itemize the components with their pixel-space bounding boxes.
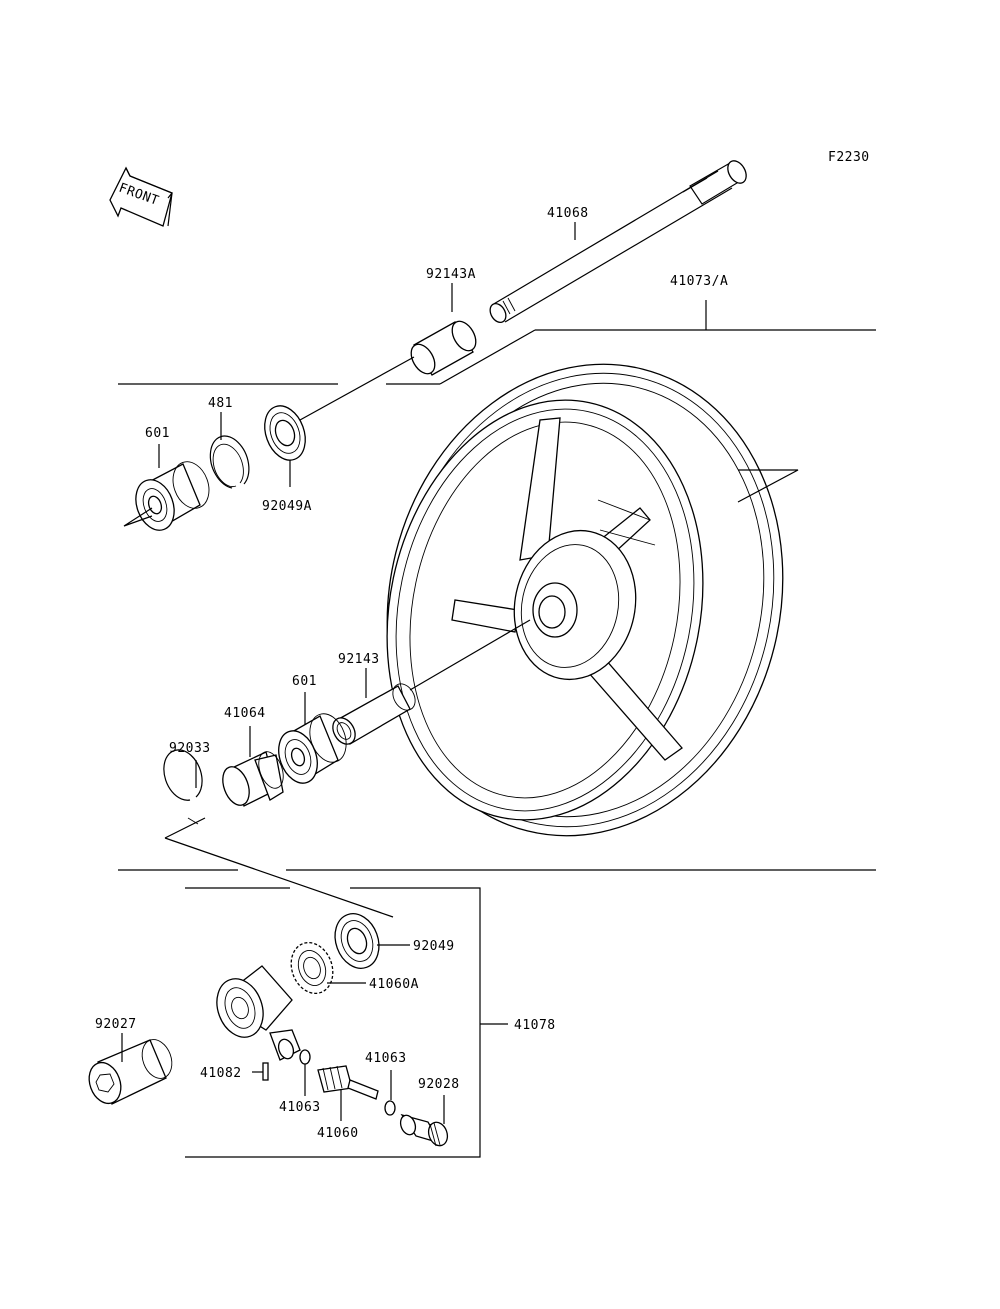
gear-housing-part <box>216 965 301 1061</box>
label-92027: 92027 <box>95 1017 137 1032</box>
label-41064: 41064 <box>224 706 266 721</box>
wheel-part <box>386 363 784 837</box>
label-92049A: 92049A <box>262 499 312 514</box>
label-481: 481 <box>208 396 233 411</box>
gear-41060A-part <box>290 941 334 995</box>
front-arrow-icon: FRONT <box>109 166 173 227</box>
label-601-bottom: 601 <box>292 674 317 689</box>
label-41063-a: 41063 <box>279 1100 321 1115</box>
bushing-92028-part <box>399 1113 449 1147</box>
label-41078: 41078 <box>514 1018 556 1033</box>
label-92028: 92028 <box>418 1077 460 1092</box>
label-92033: 92033 <box>169 741 211 756</box>
collar-92143A-part <box>410 320 477 376</box>
bearing-601-top-part <box>135 461 210 531</box>
pinion-41060-part <box>317 1065 379 1100</box>
axle-part <box>489 160 747 323</box>
label-41063-b: 41063 <box>365 1051 407 1066</box>
pin-41082-part <box>262 1062 269 1081</box>
leader-wheel <box>737 469 799 503</box>
box-line <box>185 887 481 1158</box>
label-92143A: 92143A <box>426 267 476 282</box>
axis-line <box>164 817 206 839</box>
seal-92049-part <box>334 913 380 969</box>
seal-92049A-part <box>264 405 306 461</box>
collar-41064-part <box>222 751 284 807</box>
boundary-line <box>439 329 536 385</box>
washer-41063-a-part <box>299 1049 311 1065</box>
axis-line <box>299 356 415 421</box>
label-41068: 41068 <box>547 206 589 221</box>
washer-41063-b-part <box>384 1100 396 1116</box>
circlip-481-part <box>209 435 250 489</box>
label-41082: 41082 <box>200 1066 242 1081</box>
label-92049: 92049 <box>413 939 455 954</box>
axis-line <box>409 619 531 691</box>
label-92143: 92143 <box>338 652 380 667</box>
label-41060: 41060 <box>317 1126 359 1141</box>
axis-line <box>164 837 394 918</box>
leader-601-top-arrow <box>123 507 153 527</box>
label-41073A: 41073/A <box>670 274 728 289</box>
bearing-601-bottom-part <box>278 713 347 784</box>
label-601-top: 601 <box>145 426 170 441</box>
label-41060A: 41060A <box>369 977 419 992</box>
collar-92027-part <box>88 1039 173 1105</box>
figure-id: F2230 <box>828 150 870 165</box>
